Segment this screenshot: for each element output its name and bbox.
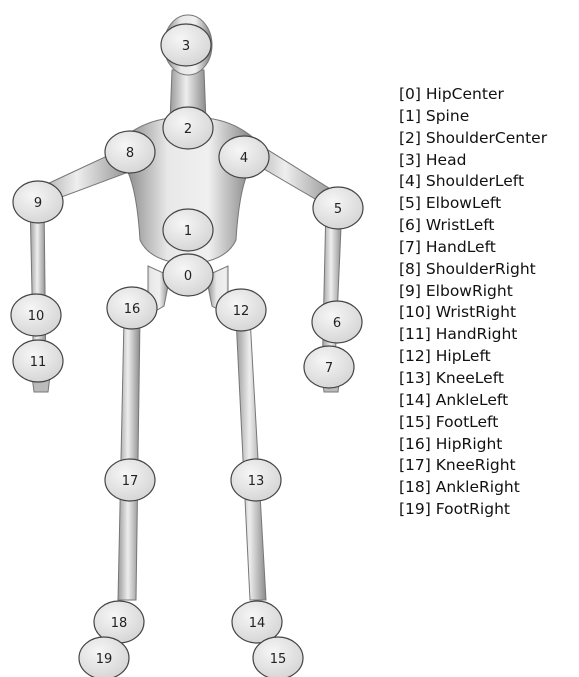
legend-item: [10] WristRight xyxy=(399,302,547,324)
joint-19: 19 xyxy=(79,637,129,677)
joint-15: 15 xyxy=(253,637,303,677)
joint-5: 5 xyxy=(313,187,363,229)
joint-number: 3 xyxy=(182,39,190,54)
legend-item: [12] HipLeft xyxy=(399,346,547,368)
joint-11: 11 xyxy=(13,340,63,382)
joint-number: 9 xyxy=(34,196,42,211)
joint-number: 19 xyxy=(96,652,113,667)
joint-number: 2 xyxy=(184,122,192,137)
joint-number: 7 xyxy=(325,361,333,376)
joint-number: 1 xyxy=(184,224,192,239)
joint-number: 16 xyxy=(124,302,141,317)
joint-6: 6 xyxy=(312,301,362,343)
joint-3: 3 xyxy=(161,24,211,66)
joint-8: 8 xyxy=(105,131,155,173)
legend-item: [4] ShoulderLeft xyxy=(399,171,547,193)
joint-number: 11 xyxy=(30,355,47,370)
joint-number: 18 xyxy=(111,616,128,631)
joint-legend: [0] HipCenter[1] Spine[2] ShoulderCenter… xyxy=(399,84,547,521)
joint-number: 10 xyxy=(28,309,45,324)
legend-item: [19] FootRight xyxy=(399,499,547,521)
legend-item: [15] FootLeft xyxy=(399,412,547,434)
legend-item: [9] ElbowRight xyxy=(399,281,547,303)
legend-item: [2] ShoulderCenter xyxy=(399,128,547,150)
joint-10: 10 xyxy=(11,294,61,336)
legend-item: [17] KneeRight xyxy=(399,455,547,477)
joint-number: 5 xyxy=(334,202,342,217)
joint-number: 17 xyxy=(122,474,139,489)
legend-item: [6] WristLeft xyxy=(399,215,547,237)
joint-9: 9 xyxy=(13,181,63,223)
joint-1: 1 xyxy=(163,209,213,251)
joint-2: 2 xyxy=(163,107,213,149)
mannequin-body xyxy=(30,15,342,600)
joint-0: 0 xyxy=(163,254,213,296)
joint-number: 15 xyxy=(270,652,287,667)
legend-item: [13] KneeLeft xyxy=(399,368,547,390)
legend-item: [3] Head xyxy=(399,150,547,172)
joint-12: 12 xyxy=(216,289,266,331)
joint-number: 0 xyxy=(184,269,192,284)
legend-item: [18] AnkleRight xyxy=(399,477,547,499)
legend-item: [1] Spine xyxy=(399,106,547,128)
joint-4: 4 xyxy=(219,136,269,178)
joint-13: 13 xyxy=(231,459,281,501)
joint-number: 4 xyxy=(240,151,248,166)
legend-item: [16] HipRight xyxy=(399,434,547,456)
legend-item: [0] HipCenter xyxy=(399,84,547,106)
joint-number: 8 xyxy=(126,146,134,161)
legend-item: [14] AnkleLeft xyxy=(399,390,547,412)
legend-item: [7] HandLeft xyxy=(399,237,547,259)
joint-7: 7 xyxy=(304,346,354,388)
legend-item: [8] ShoulderRight xyxy=(399,259,547,281)
joint-16: 16 xyxy=(107,287,157,329)
joint-number: 6 xyxy=(333,316,341,331)
joint-number: 12 xyxy=(233,304,250,319)
joint-number: 14 xyxy=(249,616,266,631)
legend-item: [11] HandRight xyxy=(399,324,547,346)
joint-number: 13 xyxy=(248,474,265,489)
joint-17: 17 xyxy=(105,459,155,501)
legend-item: [5] ElbowLeft xyxy=(399,193,547,215)
